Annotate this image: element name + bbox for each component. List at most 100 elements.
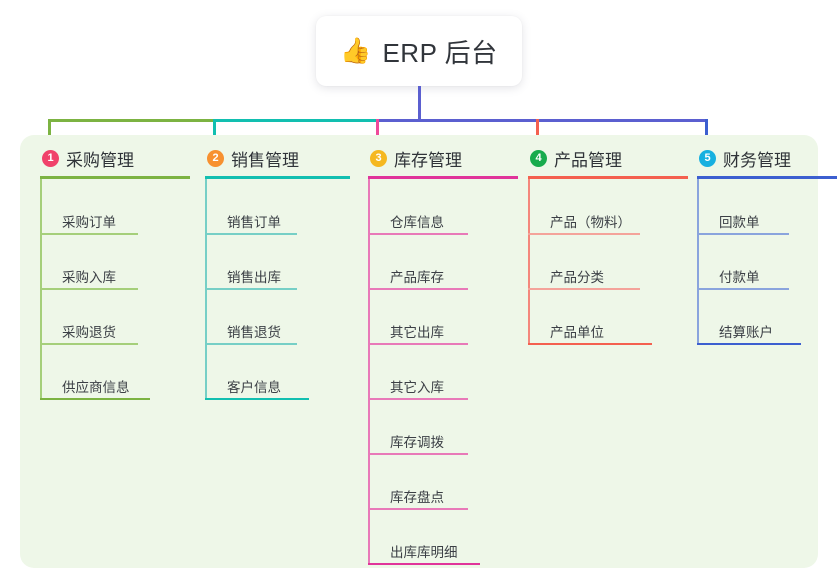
- leaf-item-underline: [368, 288, 468, 290]
- leaf-item[interactable]: 采购入库: [40, 235, 190, 290]
- leaf-item-underline: [528, 343, 652, 345]
- leaf-item-underline: [697, 233, 789, 235]
- leaf-item-label: 其它入库: [390, 380, 444, 395]
- leaf-item[interactable]: 产品分类: [528, 235, 688, 290]
- leaf-item[interactable]: 其它出库: [368, 290, 518, 345]
- leaf-item-label: 其它出库: [390, 325, 444, 340]
- leaf-item-underline: [40, 343, 138, 345]
- leaf-item[interactable]: 库存调拨: [368, 400, 518, 455]
- branch-items: 回款单付款单结算账户: [697, 179, 837, 345]
- leaf-item[interactable]: 销售订单: [205, 179, 350, 235]
- leaf-item[interactable]: 仓库信息: [368, 179, 518, 235]
- leaf-item-label: 采购入库: [62, 270, 116, 285]
- leaf-item[interactable]: 产品库存: [368, 235, 518, 290]
- branch-header-2[interactable]: 2 销售管理: [205, 146, 350, 170]
- branch-title: 库存管理: [394, 150, 462, 170]
- leaf-item-underline: [368, 398, 468, 400]
- leaf-item[interactable]: 回款单: [697, 179, 837, 235]
- branch-title: 财务管理: [723, 150, 791, 170]
- leaf-item[interactable]: 产品（物料）: [528, 179, 688, 235]
- leaf-item-label: 客户信息: [227, 380, 281, 395]
- page-title: ERP 后台: [382, 37, 498, 68]
- leaf-item-underline: [528, 288, 640, 290]
- leaf-item-label: 库存调拨: [390, 435, 444, 450]
- thumbs-up-icon: 👍: [340, 36, 372, 65]
- leaf-item-label: 产品单位: [550, 325, 604, 340]
- branch-underline: [40, 176, 190, 179]
- leaf-item-underline: [368, 233, 468, 235]
- branch-number-badge: 1: [42, 149, 59, 167]
- branch-title: 产品管理: [554, 150, 622, 170]
- branch-column-1: 1 采购管理采购订单采购入库采购退货供应商信息: [40, 146, 190, 400]
- branch-header-1[interactable]: 1 采购管理: [40, 146, 190, 170]
- leaf-item[interactable]: 结算账户: [697, 290, 837, 345]
- branch-underline: [697, 176, 837, 179]
- branch-column-3: 3 库存管理仓库信息产品库存其它出库其它入库库存调拨库存盘点出库库明细: [368, 146, 518, 565]
- leaf-item-underline: [40, 398, 150, 400]
- branch-number-badge: 5: [699, 149, 716, 167]
- leaf-item-label: 采购退货: [62, 325, 116, 340]
- leaf-item-underline: [368, 343, 468, 345]
- root-node-card[interactable]: 👍 ERP 后台: [316, 16, 522, 86]
- leaf-item[interactable]: 产品单位: [528, 290, 688, 345]
- bus-segment-2: [213, 119, 379, 122]
- bus-segment-1: [48, 119, 216, 122]
- leaf-item-label: 仓库信息: [390, 215, 444, 230]
- leaf-item-underline: [205, 288, 297, 290]
- leaf-item[interactable]: 销售退货: [205, 290, 350, 345]
- leaf-item-underline: [205, 343, 297, 345]
- branch-column-2: 2 销售管理销售订单销售出库销售退货客户信息: [205, 146, 350, 400]
- branch-number-badge: 3: [370, 149, 387, 167]
- leaf-item-underline: [368, 453, 468, 455]
- branch-title: 采购管理: [66, 150, 134, 170]
- leaf-item-label: 回款单: [719, 215, 760, 230]
- branch-items: 仓库信息产品库存其它出库其它入库库存调拨库存盘点出库库明细: [368, 179, 518, 565]
- branch-underline: [205, 176, 350, 179]
- leaf-item-label: 结算账户: [719, 325, 773, 340]
- branches-panel: [20, 135, 818, 568]
- root-connector: [418, 86, 421, 122]
- leaf-item-underline: [368, 563, 480, 565]
- branch-title: 销售管理: [231, 150, 299, 170]
- leaf-item-underline: [205, 233, 297, 235]
- leaf-item[interactable]: 客户信息: [205, 345, 350, 400]
- branch-underline: [368, 176, 518, 179]
- branch-spine: [528, 179, 530, 345]
- bus-segment-3: [376, 119, 539, 122]
- branch-underline: [528, 176, 688, 179]
- leaf-item[interactable]: 其它入库: [368, 345, 518, 400]
- branch-number-badge: 2: [207, 149, 224, 167]
- leaf-item[interactable]: 出库库明细: [368, 510, 518, 565]
- leaf-item-label: 供应商信息: [62, 380, 130, 395]
- leaf-item-label: 付款单: [719, 270, 760, 285]
- branch-items: 采购订单采购入库采购退货供应商信息: [40, 179, 190, 400]
- leaf-item[interactable]: 采购退货: [40, 290, 190, 345]
- leaf-item-underline: [697, 343, 801, 345]
- bus-segment-4: [536, 119, 708, 122]
- leaf-item[interactable]: 库存盘点: [368, 455, 518, 510]
- leaf-item-label: 销售订单: [227, 215, 281, 230]
- root-node-content: 👍 ERP 后台: [340, 33, 497, 70]
- leaf-item-label: 采购订单: [62, 215, 116, 230]
- leaf-item-label: 销售出库: [227, 270, 281, 285]
- branch-spine: [697, 179, 699, 345]
- leaf-item-label: 产品分类: [550, 270, 604, 285]
- leaf-item-underline: [368, 508, 468, 510]
- leaf-item-label: 产品库存: [390, 270, 444, 285]
- leaf-item-label: 库存盘点: [390, 490, 444, 505]
- leaf-item-underline: [40, 233, 138, 235]
- branch-items: 产品（物料） 产品分类产品单位: [528, 179, 688, 345]
- leaf-item[interactable]: 采购订单: [40, 179, 190, 235]
- branch-header-5[interactable]: 5 财务管理: [697, 146, 837, 170]
- leaf-item-label: 产品（物料）: [550, 215, 631, 230]
- leaf-item[interactable]: 供应商信息: [40, 345, 190, 400]
- leaf-item-label: 出库库明细: [390, 545, 458, 560]
- leaf-item[interactable]: 销售出库: [205, 235, 350, 290]
- leaf-item-underline: [205, 398, 309, 400]
- leaf-item-underline: [697, 288, 789, 290]
- branch-header-3[interactable]: 3 库存管理: [368, 146, 518, 170]
- leaf-item[interactable]: 付款单: [697, 235, 837, 290]
